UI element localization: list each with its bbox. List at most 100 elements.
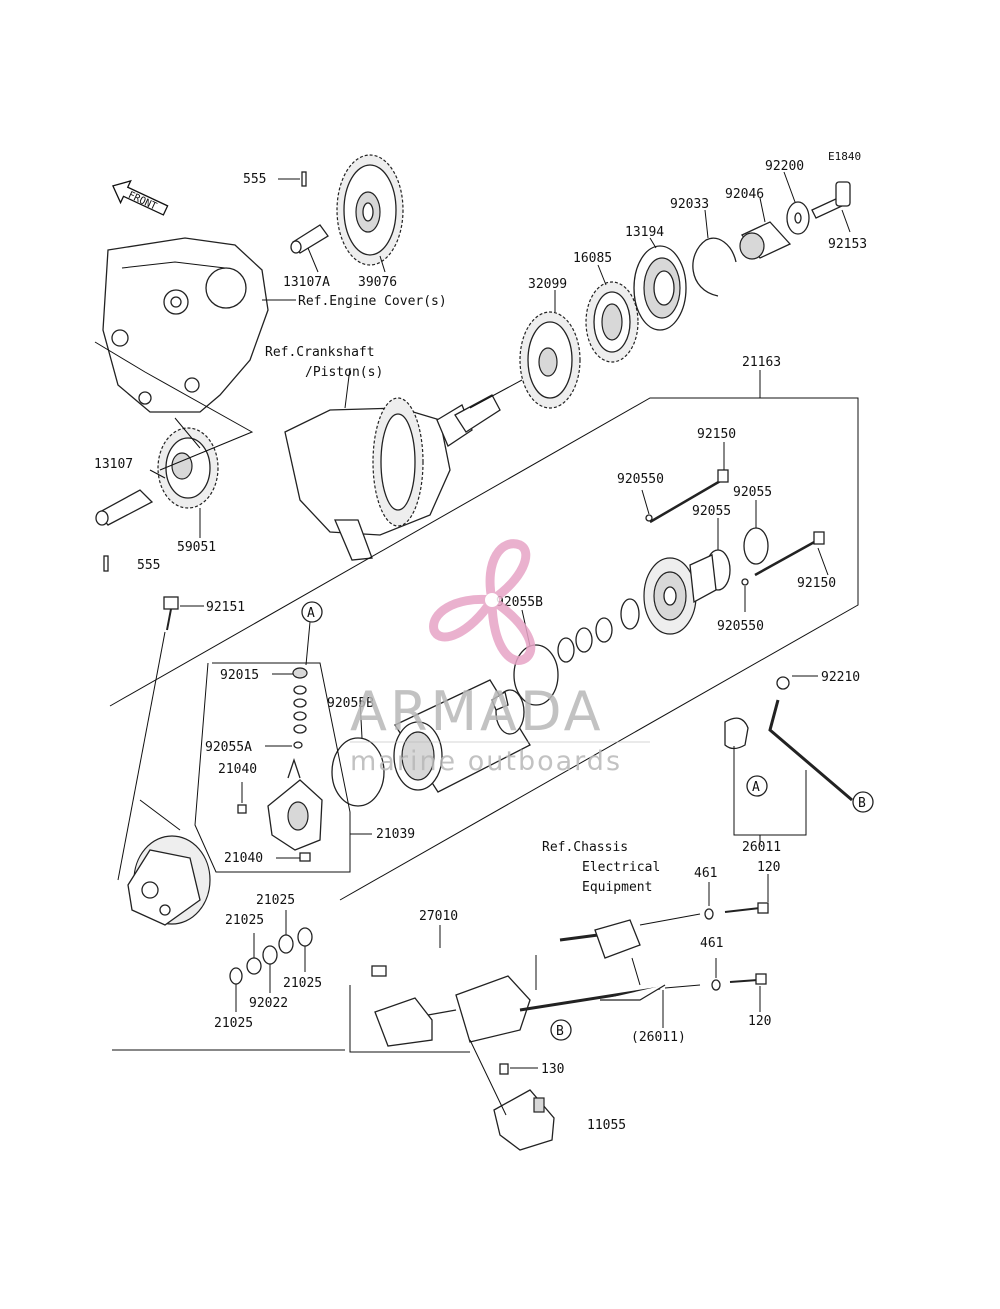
callout-21025: 21025 xyxy=(225,913,264,928)
callout-ref-chassis: Ref.Chassis xyxy=(542,840,628,855)
callout-21025: 21025 xyxy=(214,1016,253,1031)
callout-92055: 92055 xyxy=(733,485,772,500)
ref-marker-a-2: A xyxy=(746,775,768,797)
callout-16085: 16085 xyxy=(573,251,612,266)
washer-461-lower-drawing xyxy=(711,979,721,991)
callout-21025: 21025 xyxy=(283,976,322,991)
pin-555-bottom-drawing xyxy=(103,555,109,572)
callout-11055: 11055 xyxy=(587,1118,626,1133)
snap-ring-92033-drawing xyxy=(692,237,737,297)
callout-21039: 21039 xyxy=(376,827,415,842)
propeller-logo-icon xyxy=(429,539,536,665)
washer-461-upper-drawing xyxy=(704,908,714,920)
starter-assembly-boundary xyxy=(109,397,859,901)
bracket-11055-drawing xyxy=(493,1089,555,1151)
callout-21163: 21163 xyxy=(742,355,781,370)
ref-marker-b-1: B xyxy=(852,791,874,813)
front-label: FRONT xyxy=(126,190,158,213)
crankshaft-drawing xyxy=(284,394,501,561)
brush-holder-bracket xyxy=(194,662,351,873)
washer-92200-drawing xyxy=(786,201,810,235)
pin-555-top-drawing xyxy=(301,171,307,187)
callout-26011: 26011 xyxy=(742,840,781,855)
callout-92153: 92153 xyxy=(828,237,867,252)
callout-26011-ref: (26011) xyxy=(631,1030,686,1045)
callout-120: 120 xyxy=(748,1014,771,1029)
ref-marker-letter: A xyxy=(307,606,315,621)
starter-front-cover-drawing xyxy=(643,554,717,635)
callout-ref-electrical: Electrical xyxy=(582,860,660,875)
ref-marker-letter: A xyxy=(752,780,760,795)
callout-32099: 32099 xyxy=(528,277,567,292)
bolt-92153-drawing xyxy=(811,181,851,219)
callout-13107A: 13107A xyxy=(283,275,330,290)
callout-13107: 13107 xyxy=(94,457,133,472)
callout-461: 461 xyxy=(700,936,723,951)
wiring-harness-drawing xyxy=(519,919,666,1012)
callout-21025: 21025 xyxy=(256,893,295,908)
bolt-120-upper-drawing xyxy=(724,902,769,914)
callout-92200: 92200 xyxy=(765,159,804,174)
ref-marker-letter: B xyxy=(556,1024,564,1039)
gear-39076-drawing xyxy=(336,154,404,266)
ref-marker-b-2: B xyxy=(550,1019,572,1041)
callout-92055A: 92055A xyxy=(205,740,252,755)
shim-stack-drawing xyxy=(557,598,640,663)
gear-59051-drawing xyxy=(157,427,219,509)
o-ring-920550-lower-drawing xyxy=(741,578,749,586)
gear-16085-drawing xyxy=(585,281,639,363)
bolt-92150-upper-drawing xyxy=(649,469,729,524)
callout-92033: 92033 xyxy=(670,197,709,212)
o-ring-92055-a-drawing xyxy=(743,527,769,565)
clutch-13194-drawing xyxy=(633,245,687,331)
gear-32099-drawing xyxy=(519,311,581,409)
callout-92150: 92150 xyxy=(797,576,836,591)
brush-holder-21039-drawing xyxy=(267,757,323,851)
washer-set-21025-drawing xyxy=(229,927,313,985)
bolt-130-drawing xyxy=(499,1063,509,1075)
callout-920550: 920550 xyxy=(717,619,764,634)
callout-555: 555 xyxy=(137,558,160,573)
callout-92055: 92055 xyxy=(692,504,731,519)
relay-27010-drawing xyxy=(371,965,531,1047)
figure-code: E1840 xyxy=(828,150,861,163)
callout-ref-engine-cover: Ref.Engine Cover(s) xyxy=(298,294,447,309)
callout-92046: 92046 xyxy=(725,187,764,202)
callout-120: 120 xyxy=(757,860,780,875)
engine-cover-drawing xyxy=(102,237,269,413)
screw-21040-a-drawing xyxy=(237,804,247,814)
callout-21040: 21040 xyxy=(224,851,263,866)
callout-ref-equipment: Equipment xyxy=(582,880,652,895)
cable-26011-drawing xyxy=(724,676,853,802)
callout-92022: 92022 xyxy=(249,996,288,1011)
callout-59051: 59051 xyxy=(177,540,216,555)
bolt-92151-drawing xyxy=(163,596,179,631)
callout-ref-piston: /Piston(s) xyxy=(305,365,383,380)
callout-92151: 92151 xyxy=(206,600,245,615)
callout-13194: 13194 xyxy=(625,225,664,240)
washer-stack-92015-drawing xyxy=(292,667,308,749)
starter-end-housing-drawing xyxy=(127,799,211,926)
callout-21040: 21040 xyxy=(218,762,257,777)
callout-92055B: 92055B xyxy=(327,696,374,711)
callout-27010: 27010 xyxy=(419,909,458,924)
callout-92210: 92210 xyxy=(821,670,860,685)
callout-920550: 920550 xyxy=(617,472,664,487)
bearing-92046-drawing xyxy=(739,221,792,260)
callout-555: 555 xyxy=(243,172,266,187)
callouts: 555 13107A 39076 Ref.Engine Cover(s) Ref… xyxy=(94,159,867,1133)
screw-21040-b-drawing xyxy=(299,852,311,862)
ref-marker-a-1: A xyxy=(301,601,323,623)
watermark-brand: ARMADA xyxy=(350,680,604,743)
watermark: ARMADA marine outboards xyxy=(350,539,650,777)
callout-461: 461 xyxy=(694,866,717,881)
watermark-tagline: marine outboards xyxy=(350,746,622,777)
bolt-120-lower-drawing xyxy=(729,973,767,985)
bolt-92150-lower-drawing xyxy=(754,531,825,577)
callout-92015: 92015 xyxy=(220,668,259,683)
callout-92150: 92150 xyxy=(697,427,736,442)
front-arrow-icon: FRONT xyxy=(112,179,169,216)
callout-130: 130 xyxy=(541,1062,564,1077)
